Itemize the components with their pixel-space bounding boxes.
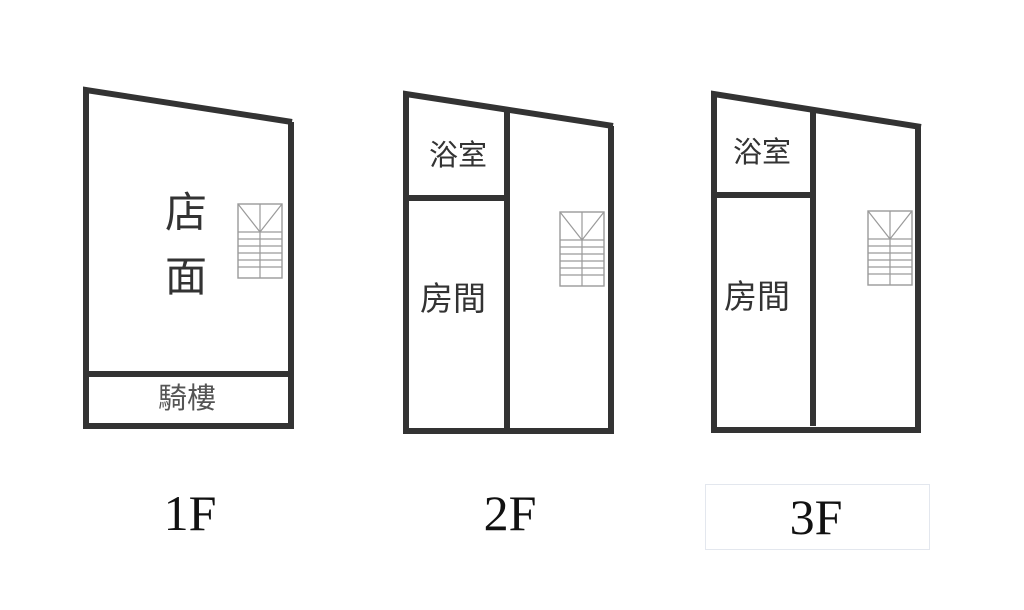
floor-1f-shop-label-line1: 店: [165, 188, 208, 237]
floor-2f-label: 2F: [483, 485, 537, 541]
floor-2f-outer-wall: [403, 90, 614, 434]
floor-3f-bathroom-label: 浴室: [733, 135, 792, 169]
floor-3f-stairs-icon: [867, 210, 913, 286]
floor-1f-arcade-label: 騎樓: [158, 381, 217, 415]
floor-1f-stairs-icon: [237, 203, 283, 279]
floor-2f-plan: [403, 90, 614, 434]
floor-3f-outer-wall: [711, 90, 922, 433]
floor-1f-shop-label-line2: 面: [165, 252, 208, 301]
floor-3f-bedroom-label: 房間: [724, 277, 790, 316]
floor-3f-plan: [711, 90, 922, 433]
floor-1f-outer-wall: [83, 86, 294, 429]
floor-1f-label: 1F: [163, 485, 217, 541]
floor-2f-stairs-icon: [559, 211, 605, 287]
floor-3f-label-box: [705, 484, 930, 550]
floor-2f-bedroom-label: 房間: [420, 279, 486, 318]
floor-1f-plan: [83, 86, 294, 429]
floor-2f-bathroom-label: 浴室: [429, 138, 488, 172]
floor-3f-label: 3F: [789, 489, 843, 545]
